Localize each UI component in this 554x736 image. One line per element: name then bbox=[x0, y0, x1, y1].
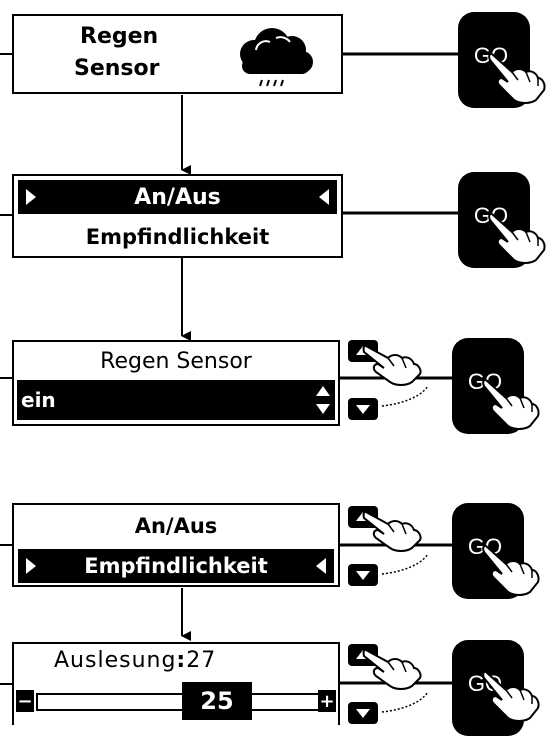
menu-item[interactable]: An/Aus bbox=[134, 514, 218, 538]
motion-line bbox=[381, 691, 429, 713]
pointing-hand-icon bbox=[362, 344, 422, 386]
menu-title-line2: Sensor bbox=[74, 56, 160, 81]
pointing-hand-icon bbox=[482, 544, 540, 596]
down-arrow-button[interactable] bbox=[348, 702, 378, 724]
down-arrow-icon bbox=[356, 405, 370, 414]
rain-cloud-icon bbox=[240, 28, 313, 87]
screen-rain-sensor-setting: Regen Sensor ein bbox=[12, 340, 340, 426]
menu-item-selected[interactable]: Empfindlichkeit bbox=[18, 549, 334, 583]
up-down-icon bbox=[316, 386, 330, 414]
pointing-hand-icon bbox=[362, 510, 422, 552]
menu-item[interactable]: Empfindlichkeit bbox=[85, 225, 270, 249]
down-arrow-button[interactable] bbox=[348, 564, 378, 586]
pointing-hand-icon bbox=[488, 52, 546, 104]
slider-thumb[interactable]: 25 bbox=[182, 682, 252, 720]
pointing-hand-icon bbox=[482, 378, 540, 430]
down-arrow-button[interactable] bbox=[348, 398, 378, 420]
pointing-hand-icon bbox=[362, 648, 422, 690]
screen-menu-onoff-selected: An/Aus Empfindlichkeit bbox=[12, 174, 343, 258]
down-arrow-icon bbox=[356, 571, 370, 580]
motion-line bbox=[381, 553, 429, 575]
right-selector-arrow bbox=[316, 558, 326, 574]
slider-minus[interactable]: − bbox=[16, 690, 34, 712]
pointing-hand-icon bbox=[482, 670, 540, 722]
setting-value-bar[interactable]: ein bbox=[17, 380, 335, 420]
left-selector-arrow bbox=[26, 558, 36, 574]
screen-rain-sensor: Regen Sensor bbox=[12, 14, 343, 94]
left-selector-arrow bbox=[26, 189, 36, 205]
reading-line: Auslesung:27 bbox=[54, 648, 217, 673]
slider-value: 25 bbox=[200, 687, 234, 715]
menu-item-selected[interactable]: An/Aus bbox=[18, 180, 337, 214]
setting-value: ein bbox=[21, 388, 56, 412]
right-selector-arrow bbox=[319, 189, 329, 205]
screen-menu-sensitivity-selected: An/Aus Empfindlichkeit bbox=[12, 503, 340, 587]
menu-title-line1: Regen bbox=[80, 24, 159, 49]
pointing-hand-icon bbox=[488, 212, 546, 264]
setting-title: Regen Sensor bbox=[100, 348, 252, 374]
slider-track[interactable] bbox=[36, 693, 322, 711]
reading-label: Auslesung bbox=[54, 648, 177, 673]
down-arrow-icon bbox=[356, 709, 370, 718]
slider-plus[interactable]: + bbox=[318, 690, 336, 712]
screen-sensitivity-slider: Auslesung:27 − 25 + bbox=[12, 642, 340, 725]
reading-value: 27 bbox=[186, 648, 217, 673]
motion-line bbox=[381, 385, 429, 407]
